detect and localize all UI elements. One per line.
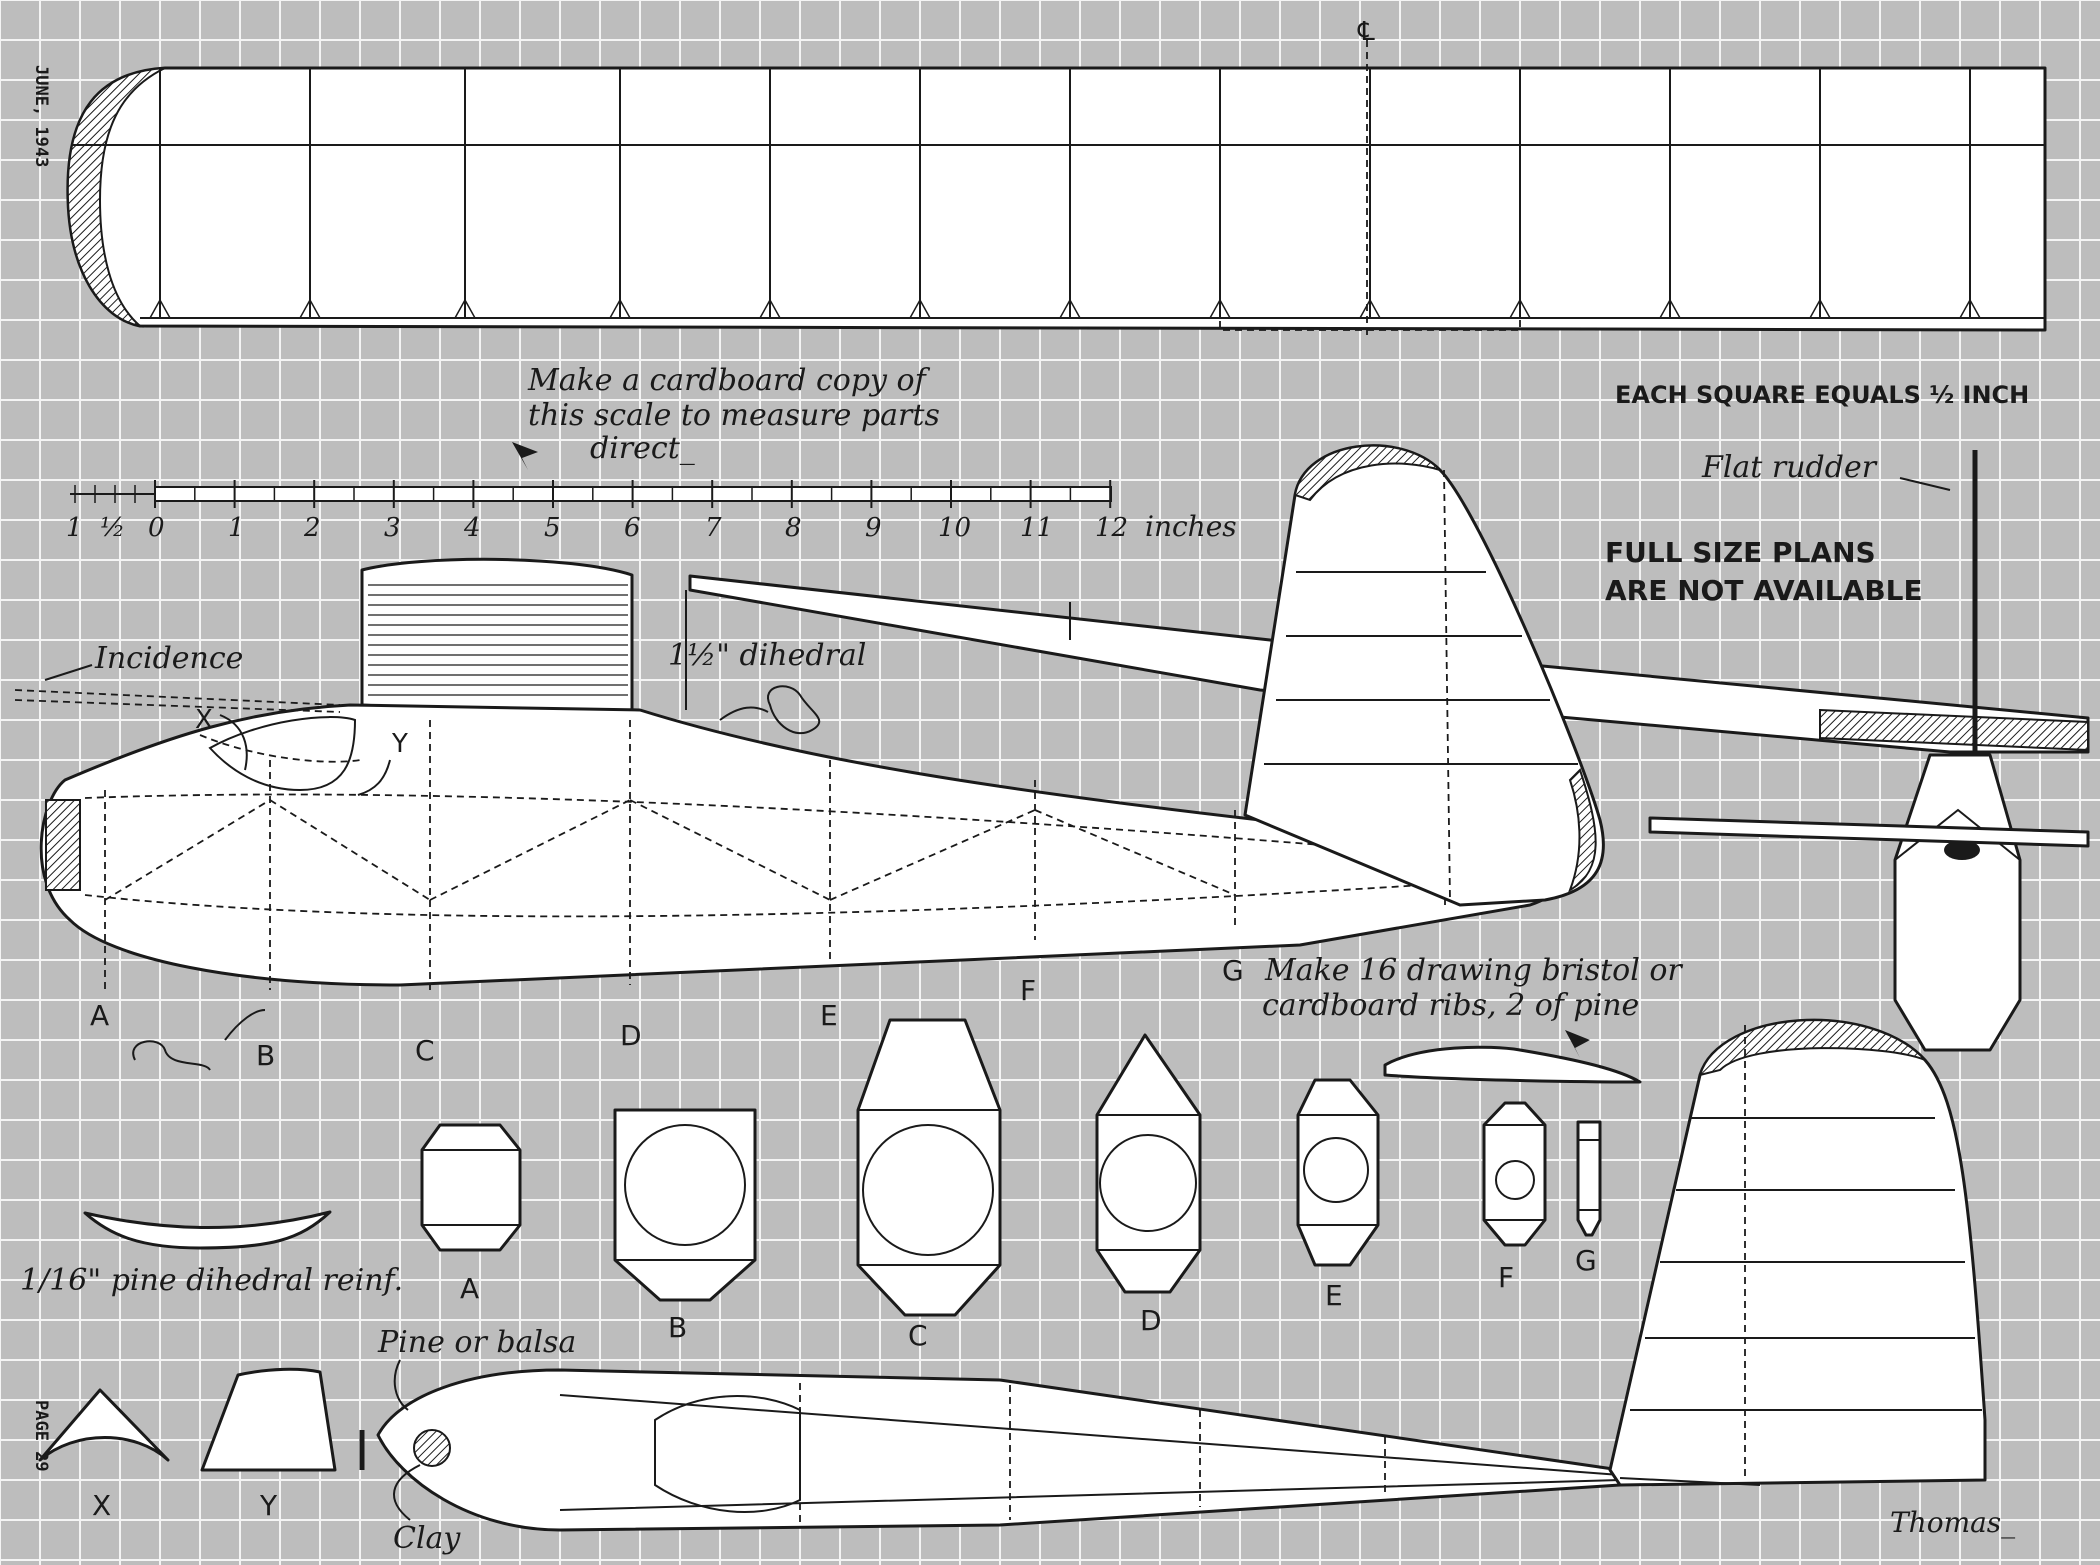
reinf-clip-sketch [132, 1040, 211, 1071]
bulkhead-label-f: F [1498, 1261, 1514, 1294]
fuselage-stations [104, 720, 1446, 990]
scale-label-9: 9 [865, 513, 882, 543]
detail-part-x [38, 1388, 170, 1462]
ribs-pointer-arrow-icon [1565, 1030, 1590, 1058]
stabilizer-tip-hatch [1819, 708, 2089, 752]
flat-rudder-note: Flat rudder [1701, 450, 1878, 485]
signature: Thomas_ [1890, 1506, 2015, 1539]
scale-label-0: 0 [148, 513, 165, 543]
scale-label-12: 12 [1095, 513, 1128, 543]
scale-label-half: ½ [100, 513, 125, 543]
centerline-symbol: ℄ [1357, 17, 1375, 47]
top-view [359, 1018, 1987, 1532]
wing-rib [1383, 1045, 1642, 1084]
scale-label-7: 7 [705, 513, 722, 543]
ribs-note-line-1: Make 16 drawing bristol or [1264, 953, 1683, 988]
scale-pointer-arrow-icon [512, 442, 538, 470]
stabilizer-front [1648, 816, 2090, 848]
station-label-f: F [1020, 974, 1036, 1007]
fin-edge-hatch [1568, 768, 1597, 893]
wing-center-section [1219, 67, 1521, 331]
pine-or-balsa-note: Pine or balsa [377, 1325, 576, 1360]
bulkhead-label-g: G [1575, 1244, 1597, 1277]
bulkhead-f [1482, 1101, 1547, 1247]
bulkhead-e [1296, 1078, 1380, 1267]
ribs-note-line-2: cardboard ribs, 2 of pine [1262, 988, 1639, 1023]
side-view [14, 444, 2090, 990]
dihedral-note: 1½" dihedral [668, 638, 866, 673]
station-label-d: D [620, 1019, 642, 1052]
nose-clay [413, 1429, 451, 1467]
scale-label-4: 4 [463, 513, 481, 543]
fin-top-hatch [1293, 444, 1441, 502]
scale-copy-note-line-3: direct_ [590, 431, 695, 466]
scale-copy-note-line-1: Make a cardboard copy of [527, 363, 931, 398]
scale-label-11: 11 [1020, 513, 1053, 543]
scale-label-1: 1 [228, 513, 245, 543]
station-label-e: E [820, 999, 838, 1032]
scale-label-one: 1 [66, 513, 83, 543]
incidence-note: Incidence [94, 641, 243, 676]
bulkhead-label-b: B [668, 1311, 687, 1344]
station-label-a: A [90, 999, 109, 1032]
nose-ballast-hatch [45, 799, 81, 891]
bulkhead-b [613, 1108, 757, 1302]
wing-outline [66, 66, 2047, 332]
scale-label-6: 6 [624, 513, 641, 543]
bulkhead-label-d: D [1140, 1304, 1162, 1337]
margin-date: JUNE, 1943 [31, 65, 51, 167]
front-view-opening [1944, 840, 1980, 860]
clay-note: Clay [393, 1521, 461, 1556]
bulkhead-c [856, 1018, 1002, 1317]
bulkhead-g [1576, 1120, 1602, 1237]
scale-bar: 1 ½ 0 1 2 3 4 5 6 7 8 9 10 11 12 inches [66, 480, 1237, 543]
station-label-g: G [1222, 954, 1244, 987]
bulkheads [420, 1018, 1602, 1317]
scale-label-3: 3 [384, 513, 401, 543]
bulkhead-d [1095, 1033, 1202, 1294]
pylon-stripes [368, 584, 628, 696]
scale-label-8: 8 [785, 513, 802, 543]
dihedral-reinforcement [83, 1210, 332, 1250]
canopy [208, 716, 357, 792]
scale-unit: inches [1145, 510, 1237, 543]
scale-note: EACH SQUARE EQUALS ½ INCH [1615, 381, 2029, 409]
scale-label-2: 2 [303, 513, 321, 543]
detail-part-y [200, 1367, 337, 1472]
pine-reinf-note: 1/16" pine dihedral reinf. [20, 1263, 403, 1298]
bulkhead-label-c: C [908, 1319, 928, 1352]
detail-label-x-side: X [195, 705, 213, 735]
bulkhead-label-e: E [1325, 1279, 1343, 1312]
scale-label-5: 5 [544, 513, 561, 543]
detail-label-y: Y [259, 1489, 278, 1522]
station-label-b: B [256, 1039, 275, 1072]
pylon [360, 557, 634, 722]
scale-label-10: 10 [938, 513, 971, 543]
fin-plan-hatch [1698, 1019, 1926, 1077]
availability-line-2: ARE NOT AVAILABLE [1605, 574, 1923, 607]
detail-label-y-side: Y [391, 729, 408, 759]
bulkhead-label-a: A [460, 1272, 479, 1305]
top-canopy [654, 1395, 801, 1513]
station-label-c: C [415, 1034, 435, 1067]
wing-plan: ℄ [66, 17, 2047, 340]
front-view-fuselage [1893, 753, 2022, 1052]
detail-label-x: X [92, 1489, 111, 1522]
availability-line-1: FULL SIZE PLANS [1605, 536, 1876, 569]
scale-copy-note-line-2: this scale to measure parts [528, 398, 940, 433]
bulkhead-a [420, 1123, 522, 1252]
